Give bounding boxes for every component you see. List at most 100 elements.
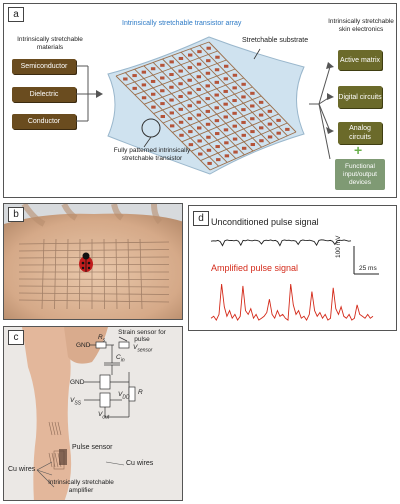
array-line [18,292,170,295]
vss-label: VSS [70,397,82,407]
transistor-cell [276,131,281,135]
grid-line [180,51,271,144]
transistor-cell [169,111,174,115]
transistor-cell [187,91,192,95]
transistor-cell [232,137,238,141]
panel-a: a Intrinsically stretchable transistor a… [3,3,397,198]
material-semiconductor: Semiconductor [12,59,76,74]
grid-line [199,45,288,137]
transistor-cell [187,117,193,121]
transistor-cell [205,97,210,101]
transistor-cell [214,68,220,72]
array-line [18,299,170,303]
transistor-cell [233,150,238,154]
transistor-cell [206,135,211,139]
panel-a-graphics [76,36,334,175]
transistor-cell [132,86,137,90]
electronics-bracket [309,66,331,160]
rs-label: Rs [98,334,106,344]
transistor-cell [169,85,174,89]
transistor-cell [241,95,246,99]
unconditioned-label: Unconditioned pulse signal [211,217,319,227]
transistor-cell [250,143,255,147]
transistor-cell [178,56,184,60]
transistor-cell [188,130,193,134]
transistor-cell [196,100,201,104]
transistor-cell [196,113,202,117]
transistor-cell [258,126,264,130]
array-title: Intrinsically stretchable transistor arr… [122,20,242,27]
electronics-digital-circuits: Digital circuits [338,86,382,108]
transistor-cell [207,161,212,165]
transistor-cell [141,70,147,74]
label-pointers [36,461,125,488]
transistor-cell [223,115,228,119]
array-line [18,278,170,280]
array-line [115,238,118,310]
transistor-cell [216,158,221,162]
materials-arrow [96,90,103,98]
transistor-cell [232,73,238,77]
ladybug [79,252,93,272]
r-label: R [138,389,143,396]
transistor-cell [187,78,192,82]
materials-title: Intrinsically stretchable materials [17,36,83,51]
unconditioned-signal-trace [210,239,352,247]
electronics-active-matrix: Active matrix [338,50,382,70]
transistor-cell [178,120,184,124]
grid-line [208,41,297,133]
scale-x-label: 25 ms [359,265,377,272]
transistor-cell [250,91,255,95]
transistor-cell [214,119,220,123]
transistor-cell [178,95,183,99]
array-line [18,256,170,259]
transistor-cell [150,92,156,96]
transistor-cell [223,64,229,68]
array-line [127,238,130,310]
transistor-cell [132,74,137,78]
transistor-cell [215,145,220,149]
transistor-cell [224,154,230,158]
electronics-analog-circuits: Analog circuits [338,122,382,144]
transistor-label: Fully patterned intrinsically stretchabl… [113,147,191,162]
transistor-cell [141,96,147,100]
array-line [18,285,170,288]
transistor-cell [215,132,220,136]
transistor-cell [232,86,237,90]
grid-line [171,55,262,148]
transistor-cell [250,130,255,134]
electronics-title: Intrinsically stretchable skin electroni… [328,18,394,33]
panel-b: b [3,203,183,320]
material-conductor: Conductor [12,114,76,129]
amplifier-label: Intrinsically stretchable amplifier [48,479,114,494]
transistor-cell [178,69,183,73]
transistor-cell [187,104,192,108]
grid-line [162,58,254,152]
transistor-cell [223,128,229,132]
transistor-cell [169,98,174,102]
materials-bracket [76,65,96,122]
transistor-cell [197,50,202,54]
transistor-cell [241,82,246,86]
gnd-mid-label: GND [70,379,85,386]
transistor-pointer [143,136,152,148]
transistor-cell [276,118,281,122]
grid-line [181,104,271,143]
substrate-pointer [253,48,261,60]
transistor-cell [169,73,174,77]
transistor-cell [169,124,175,128]
transistor-cell [169,60,174,64]
array-line [18,249,170,252]
transistor-cell [214,106,219,110]
strain-sensor-label: Strain sensor for pulse [118,329,166,343]
transistor-cell [241,108,246,112]
transistor-array-on-hand [18,238,170,310]
amplified-label: Amplified pulse signal [211,263,299,273]
array-line [66,238,69,310]
transistor-cell [178,82,183,86]
transistor-cell [250,117,255,121]
transistor-cell [179,133,184,137]
panel-label-a: a [8,7,24,22]
transistor-cell [267,135,273,139]
transistor-cell [150,79,156,83]
